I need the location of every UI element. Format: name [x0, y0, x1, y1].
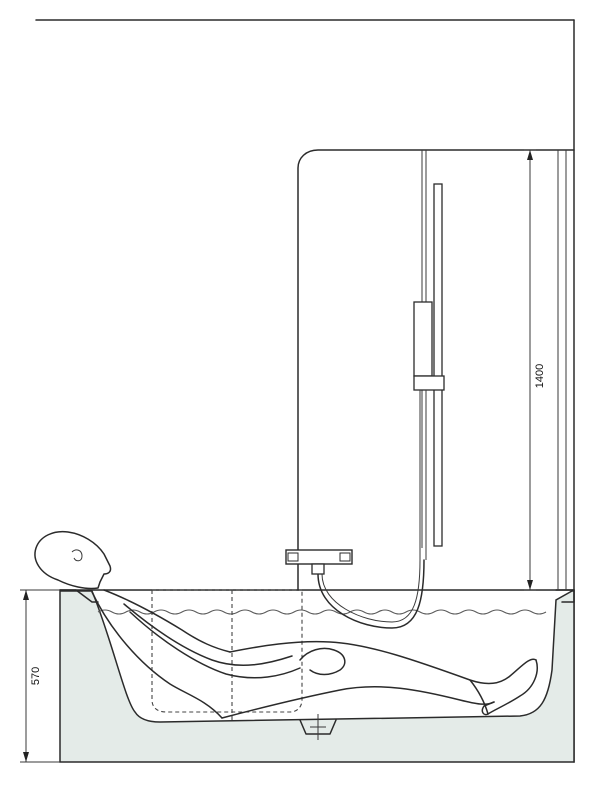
person-arm-lower [129, 611, 301, 679]
shower-riser-rail [413, 150, 445, 560]
rail-slider [413, 375, 445, 391]
person-hand [299, 647, 346, 676]
person-back [91, 591, 223, 719]
drain-icon [299, 714, 337, 740]
person-head [34, 530, 112, 590]
dimension-570: 570 [20, 589, 60, 763]
person-foot [481, 659, 538, 716]
dimension-label-570: 570 [30, 667, 42, 685]
person-ear [71, 549, 83, 562]
shower-hose [317, 559, 425, 629]
dimension-1400: 1400 [524, 149, 546, 591]
bathtub [59, 589, 575, 763]
shower-rail-bar [433, 183, 443, 547]
water-surface [97, 609, 547, 615]
person-thigh-top [229, 640, 537, 685]
person-arm-upper [123, 603, 293, 666]
person-thigh-bottom [221, 686, 495, 719]
hand-shower-head [413, 301, 433, 377]
bathtub-rim-right [555, 589, 575, 603]
person-calf [469, 679, 489, 715]
person-chest [103, 589, 231, 653]
mixer-tap-icon [285, 549, 353, 575]
dimension-label-1400: 1400 [534, 364, 546, 388]
person-silhouette [34, 530, 538, 719]
concealed-parts-outline [151, 589, 303, 720]
bathtub-inner-basin [60, 590, 574, 723]
bathtub-rim-left [59, 589, 99, 603]
shower-screen [297, 149, 575, 591]
